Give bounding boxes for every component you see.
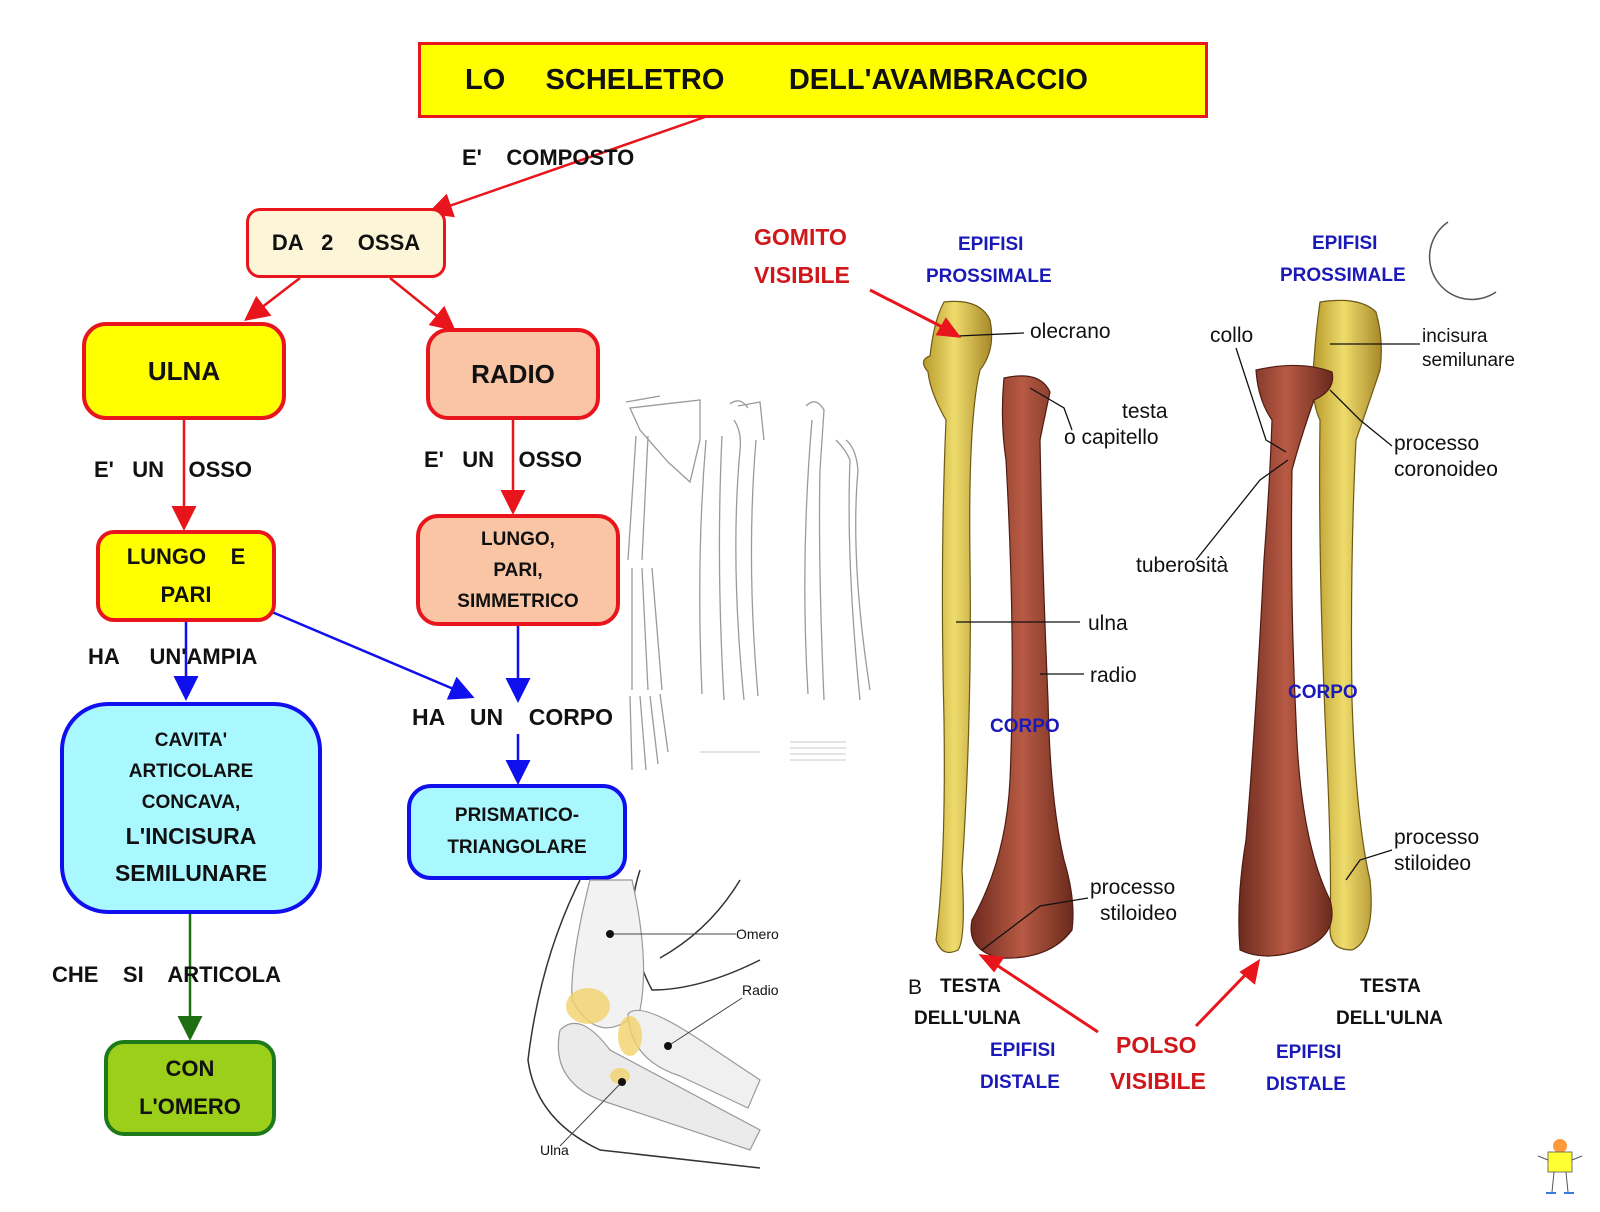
ulna-type-line1: LUNGO E [126, 544, 246, 569]
label-epifisi-dist-right-1: EPIFISI [1276, 1042, 1342, 1063]
radio-box: RADIO [426, 328, 600, 420]
label-collo: collo [1210, 324, 1254, 347]
cavity-line1: CAVITA' [154, 729, 228, 751]
label-testa-ulna-left-2: DELL'ULNA [914, 1008, 1021, 1029]
prism-line1: PRISMATICO- [454, 805, 580, 826]
label-has-wide: HA UN'AMPIA [88, 644, 258, 669]
label-olecrano: olecrano [1030, 320, 1111, 343]
radio-type-line3: SIMMETRICO [457, 590, 579, 612]
title-box: LO SCHELETRO DELL'AVAMBRACCIO [418, 42, 1208, 118]
label-has-body: HA UN CORPO [412, 704, 614, 730]
label-processo-stiloideo-right-1: processo [1394, 826, 1480, 849]
humerus-line2: L'OMERO [139, 1094, 241, 1119]
label-testa-2: o capitello [1064, 426, 1159, 449]
label-epifisi-dist-right-2: DISTALE [1266, 1074, 1346, 1095]
ulna-box: ULNA [82, 322, 286, 420]
label-ulna: ulna [1088, 612, 1128, 635]
label-radio: radio [1090, 664, 1137, 687]
label-gomito-2: VISIBILE [754, 262, 850, 288]
label-composed: E' COMPOSTO [462, 145, 635, 170]
label-testa-1: testa [1122, 400, 1168, 423]
humerus-line1: CON [165, 1056, 215, 1081]
humerus-box: CON L'OMERO [104, 1040, 276, 1136]
label-processo-stiloideo-right-2: stiloideo [1394, 852, 1472, 875]
elbow-label-omero: Omero [736, 926, 779, 942]
label-testa-ulna-left-1: TESTA [940, 976, 1001, 997]
cavity-box: CAVITA' ARTICOLARE CONCAVA, L'INCISURA S… [60, 702, 322, 914]
radio-text: RADIO [471, 358, 555, 389]
label-articulates: CHE SI ARTICOLA [52, 962, 281, 987]
label-processo-stiloideo-left-2: stiloideo [1100, 902, 1178, 925]
right-ulna-bone [1312, 299, 1382, 951]
label-corpo-left: CORPO [990, 716, 1060, 737]
label-incisura-1: incisura [1422, 326, 1488, 347]
arrow-ulna-type-to-body [271, 610, 475, 700]
label-ulna-is-bone: E' UN OSSO [94, 457, 253, 482]
label-polso-1: POLSO [1116, 1032, 1197, 1058]
label-testa-ulna-right-1: TESTA [1360, 976, 1421, 997]
elbow-label-ulna: Ulna [540, 1142, 569, 1158]
prism-box: PRISMATICO- TRIANGOLARE [407, 784, 627, 880]
cavity-line5: SEMILUNARE [114, 859, 268, 886]
radio-type-line1: LUNGO, [481, 528, 555, 550]
elbow-label-radio: Radio [742, 982, 779, 998]
radio-type-box: LUNGO, PARI, SIMMETRICO [416, 514, 620, 626]
ulna-text: ULNA [147, 355, 221, 386]
elbow-skin-outline [527, 879, 761, 1169]
title-text: LO SCHELETRO DELL'AVAMBRACCIO [465, 63, 1088, 96]
label-coronoideo-2: coronoideo [1394, 458, 1498, 481]
label-radio-is-bone: E' UN OSSO [424, 447, 583, 472]
cavity-line2: ARTICOLARE [128, 760, 254, 782]
label-coronoideo-1: processo [1394, 432, 1480, 455]
right-radius-bone [1238, 364, 1334, 957]
left-ulna-bone [922, 300, 993, 953]
label-polso-2: VISIBILE [1110, 1068, 1206, 1094]
moon-icon [1428, 221, 1497, 301]
label-epifisi-dist-left-1: EPIFISI [990, 1040, 1056, 1061]
arrow-two-bones-to-ulna [244, 277, 301, 322]
label-corpo-right: CORPO [1288, 682, 1358, 703]
label-epifisi-prox-left-2: PROSSIMALE [926, 266, 1052, 287]
prism-line2: TRIANGOLARE [447, 837, 587, 858]
label-processo-stiloideo-left-1: processo [1090, 876, 1176, 899]
label-epifisi-prox-right-2: PROSSIMALE [1280, 265, 1406, 286]
cavity-line3: CONCAVA, [141, 791, 241, 813]
label-b-letter: B [908, 976, 923, 999]
label-gomito-1: GOMITO [754, 224, 847, 250]
label-epifisi-dist-left-2: DISTALE [980, 1072, 1060, 1093]
ulna-type-box: LUNGO E PARI [96, 530, 276, 622]
radio-type-line2: PARI, [493, 559, 543, 581]
arrow-two-bones-to-radio [389, 277, 456, 332]
ulna-bone-shape [557, 1022, 761, 1151]
ulna-type-line2: PARI [160, 582, 212, 607]
label-incisura-2: semilunare [1422, 350, 1515, 371]
label-epifisi-prox-left-1: EPIFISI [958, 234, 1024, 255]
cavity-line4: L'INCISURA [125, 822, 257, 849]
cartilage-highlights [566, 988, 642, 1084]
mascot-icon [1537, 1139, 1583, 1194]
arrow-title-to-two-bones [427, 115, 706, 218]
two-bones-text: DA 2 OSSA [271, 230, 421, 255]
label-testa-ulna-right-2: DELL'ULNA [1336, 1008, 1443, 1029]
label-epifisi-prox-right-1: EPIFISI [1312, 233, 1378, 254]
label-tuberosita: tuberosità [1136, 554, 1229, 577]
left-radius-bone [970, 375, 1074, 959]
two-bones-box: DA 2 OSSA [246, 208, 446, 278]
